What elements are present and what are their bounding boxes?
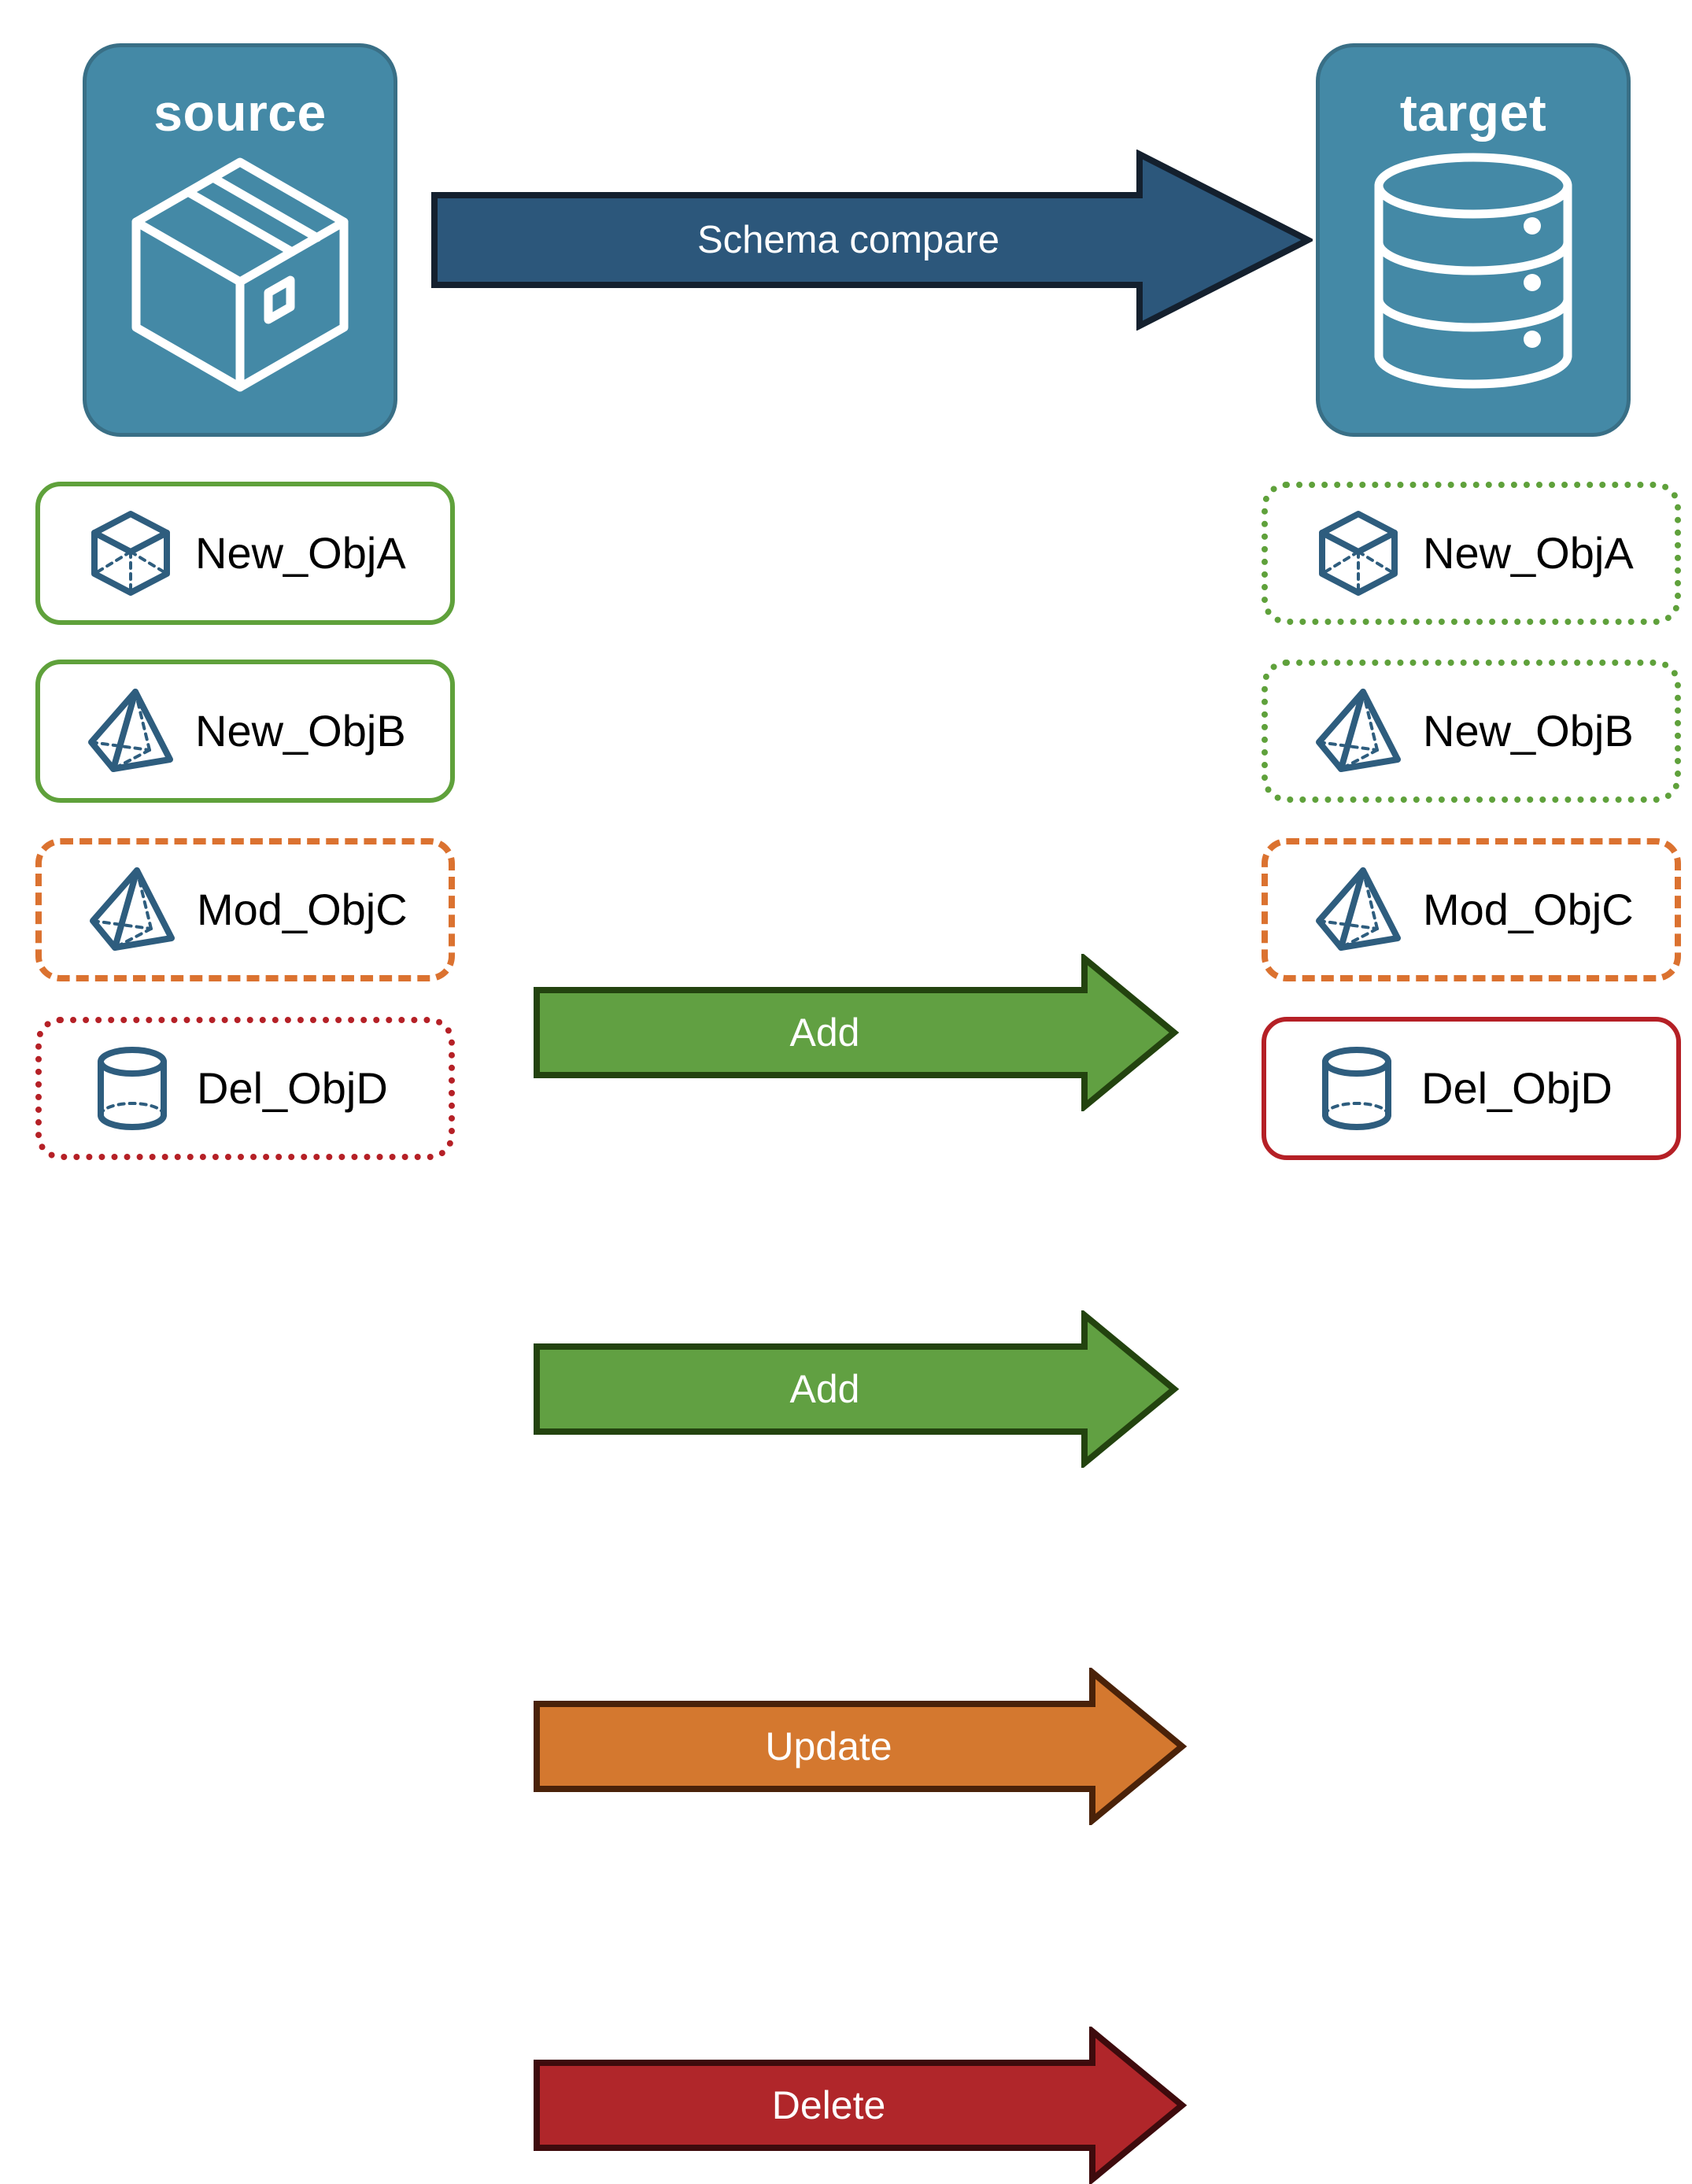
source-object-label: Mod_ObjC — [197, 885, 408, 934]
package-box-icon — [122, 153, 358, 401]
wireframe-cube-icon — [83, 509, 178, 597]
update-action-arrow: Update — [534, 1668, 1187, 1825]
target-object-label: Mod_ObjC — [1423, 885, 1634, 934]
source-object-card[interactable]: Mod_ObjC — [35, 838, 455, 981]
source-object-label: Del_ObjD — [197, 1063, 388, 1113]
target-object-card[interactable]: Mod_ObjC — [1262, 838, 1681, 981]
wireframe-pyramid-icon — [83, 687, 178, 775]
source-endpoint-card: source — [83, 43, 397, 437]
wireframe-cylinder-icon — [1310, 1044, 1404, 1133]
wireframe-cylinder-icon — [85, 1044, 179, 1133]
source-object-card[interactable]: New_ObjB — [35, 660, 455, 803]
delete-action-arrow: Delete — [534, 2027, 1187, 2184]
wireframe-cube-icon — [1311, 509, 1406, 597]
target-object-label: New_ObjA — [1423, 528, 1634, 578]
target-object-card[interactable]: New_ObjA — [1262, 482, 1681, 625]
source-object-card[interactable]: New_ObjA — [35, 482, 455, 625]
target-object-card[interactable]: Del_ObjD — [1262, 1017, 1681, 1160]
target-title: target — [1399, 83, 1547, 142]
source-object-card[interactable]: Del_ObjD — [35, 1017, 455, 1160]
database-cylinder-icon — [1371, 153, 1576, 393]
target-object-label: New_ObjB — [1423, 706, 1634, 756]
target-object-label: Del_ObjD — [1421, 1063, 1613, 1113]
wireframe-pyramid-icon — [85, 866, 179, 954]
wireframe-pyramid-icon — [1311, 687, 1406, 775]
wireframe-pyramid-icon — [1311, 866, 1406, 954]
add-action-arrow: Add — [534, 1310, 1179, 1468]
source-title: source — [153, 83, 327, 142]
schema-compare-arrow: Schema compare — [431, 149, 1315, 331]
source-object-label: New_ObjB — [195, 706, 406, 756]
add-action-arrow: Add — [534, 954, 1179, 1111]
target-object-card[interactable]: New_ObjB — [1262, 660, 1681, 803]
target-endpoint-card: target — [1316, 43, 1631, 437]
source-object-label: New_ObjA — [195, 528, 406, 578]
